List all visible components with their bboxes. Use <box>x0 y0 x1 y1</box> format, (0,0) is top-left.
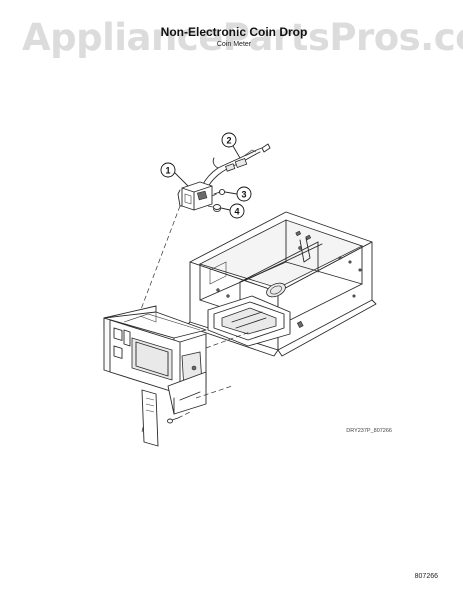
svg-text:2: 2 <box>226 135 231 145</box>
nut-part-4[interactable] <box>207 204 221 212</box>
callout-1: 1 <box>160 162 189 187</box>
watermark-text: AppliancePartsPros.com <box>22 16 463 59</box>
drawing-reference: DRY237P_807266 <box>346 428 392 434</box>
callout-2: 2 <box>221 132 241 159</box>
instruction-decal-panel <box>141 389 159 447</box>
svg-text:4: 4 <box>234 206 239 216</box>
svg-text:3: 3 <box>241 189 246 199</box>
svg-text:1: 1 <box>165 165 170 175</box>
control-panel-bezel <box>103 305 207 415</box>
screw-part-3[interactable] <box>211 188 226 197</box>
diagram-subtitle: Coin Meter <box>217 41 252 48</box>
callout-4: 4 <box>220 203 245 219</box>
panel-screw <box>167 411 191 424</box>
figure-number: 807266 <box>415 573 438 580</box>
wire-harness-part[interactable] <box>201 143 271 193</box>
dryer-top-cabinet <box>185 211 377 357</box>
assembly-guide-line <box>139 205 181 313</box>
diagram-title: Non-Electronic Coin Drop <box>161 25 308 39</box>
callout-3: 3 <box>224 186 252 202</box>
coin-drop-bracket-part[interactable] <box>177 181 213 211</box>
